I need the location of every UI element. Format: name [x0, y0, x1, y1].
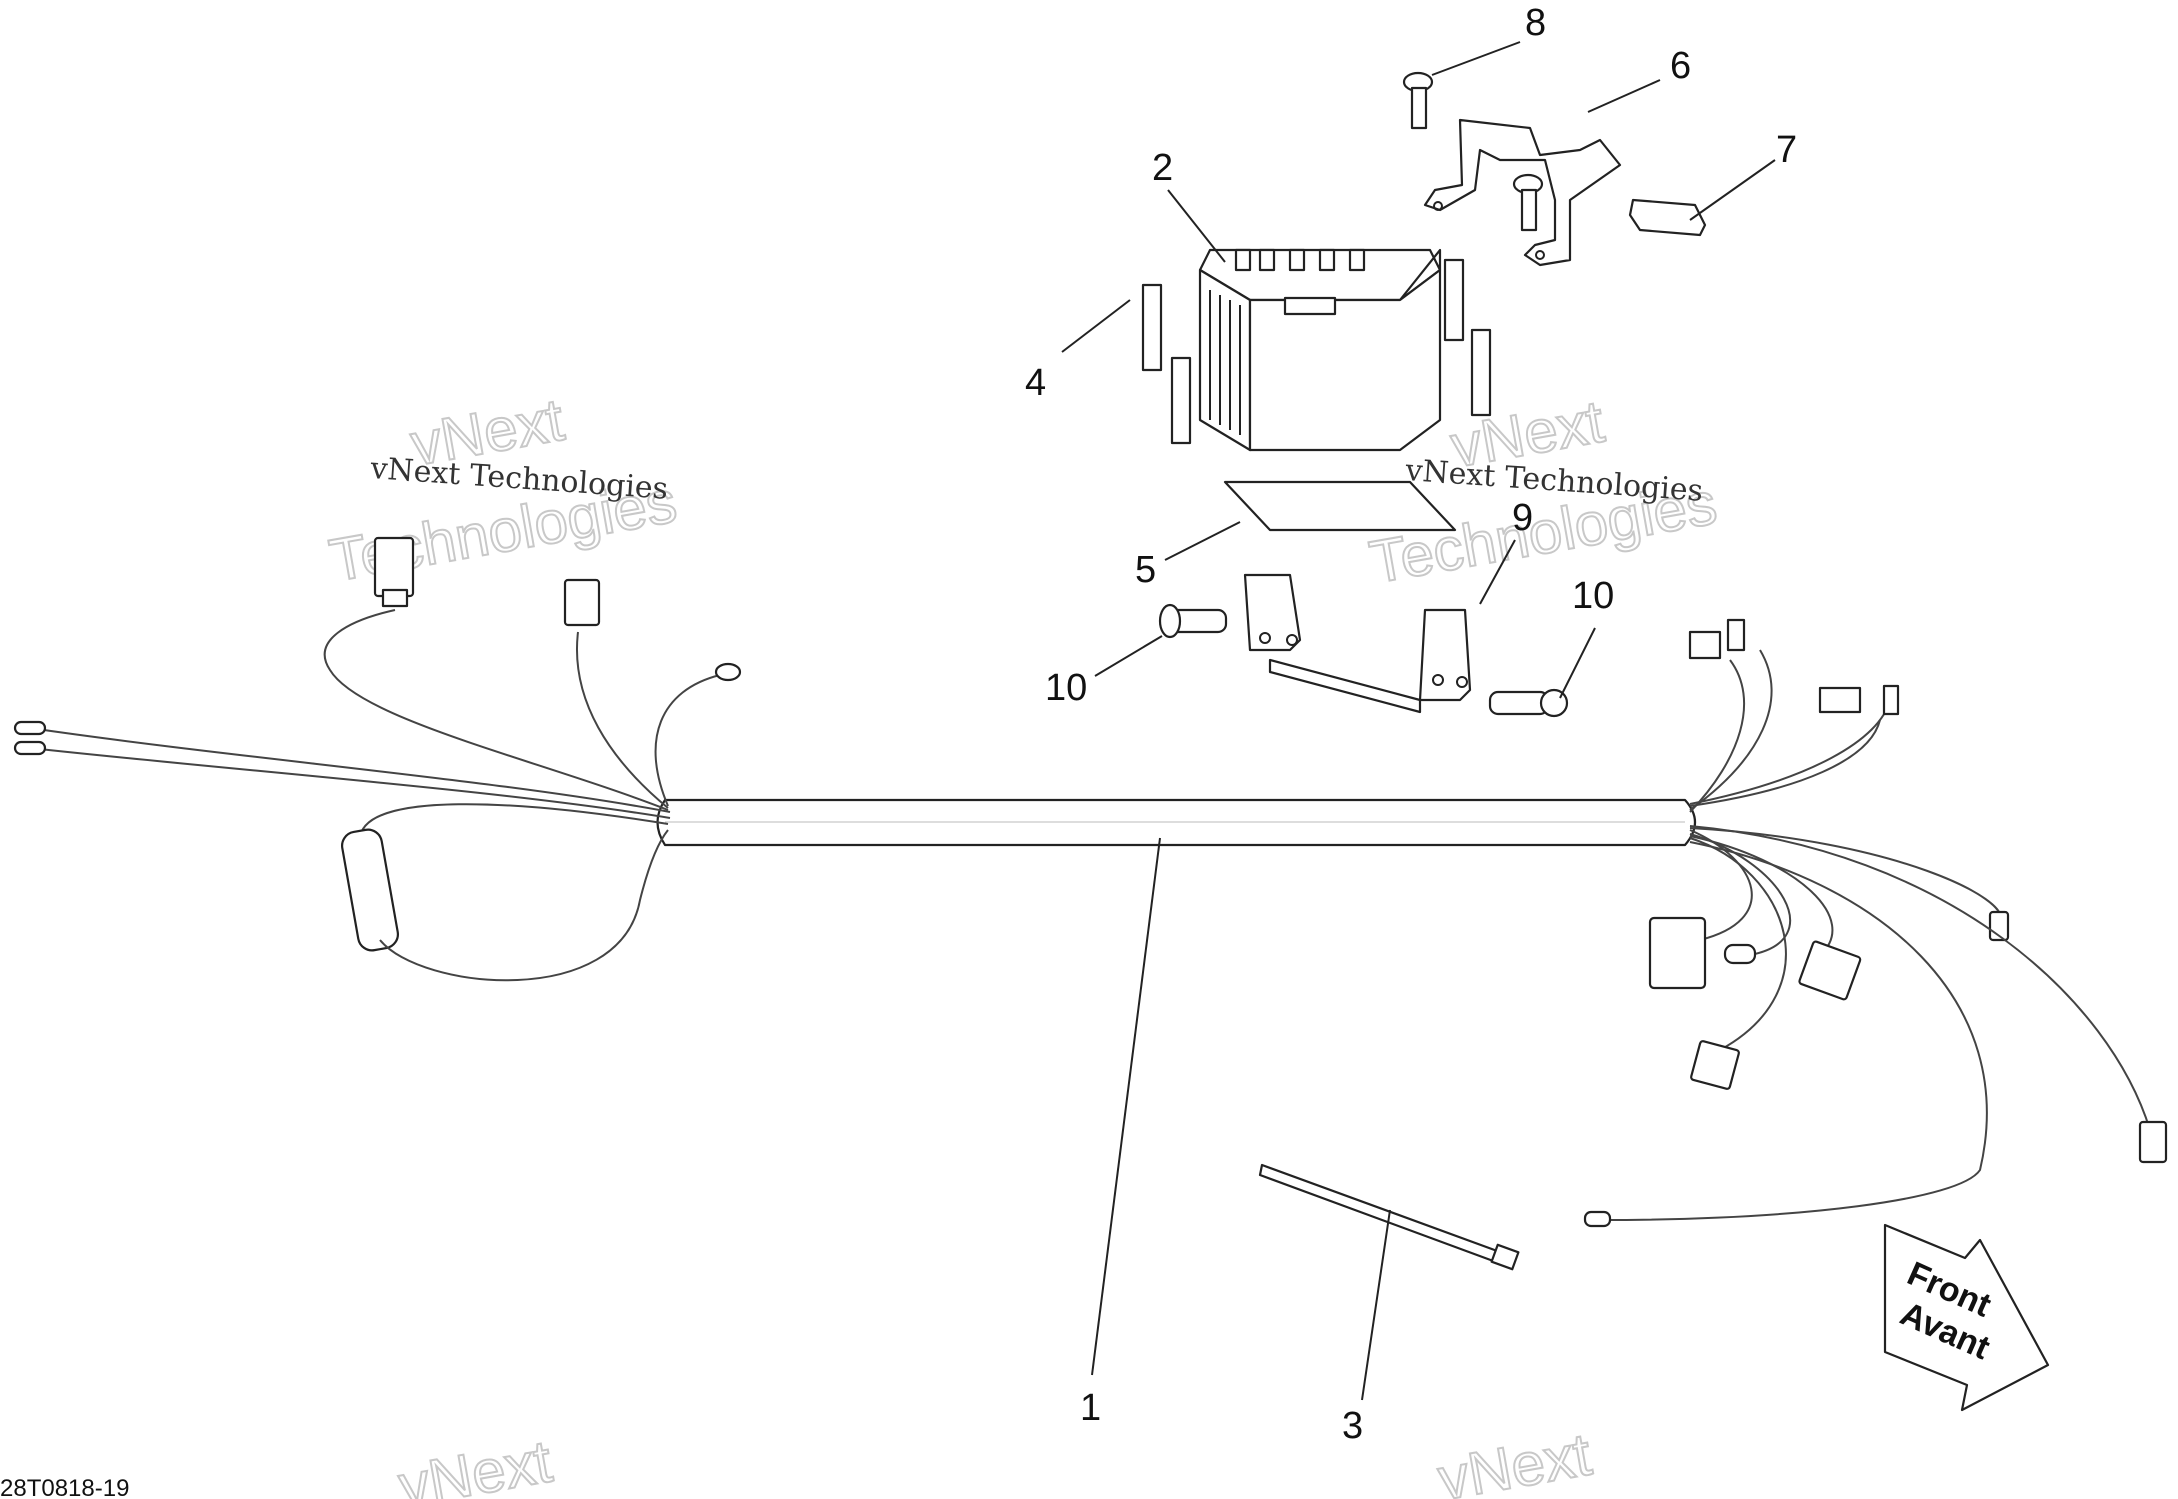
callout-7: 7: [1776, 129, 1797, 171]
callout-3: 3: [1342, 1405, 1363, 1447]
watermark-big-bottom: vNext: [393, 1426, 558, 1499]
front-direction-arrow: Front Avant: [1883, 1223, 2050, 1412]
main-wiring-harness: [13, 536, 2168, 1228]
battery-plate: [1223, 480, 1457, 532]
callout-9: 9: [1512, 497, 1533, 539]
cable-tie: [1258, 1163, 1520, 1271]
svg-text:vNext: vNext: [394, 1427, 557, 1499]
drawing-code: 28T0818-19: [0, 1475, 129, 1499]
battery-foam-pads: [1141, 258, 1492, 445]
callout-4: 4: [1025, 362, 1046, 404]
callout-6: 6: [1670, 45, 1691, 87]
strap-bolt-left: [1158, 603, 1228, 639]
callout-8: 8: [1525, 2, 1546, 44]
foam-block: [1628, 198, 1707, 237]
battery-bracket: [1423, 118, 1622, 267]
callout-2: 2: [1152, 147, 1173, 189]
bracket-screw-middle: [1512, 173, 1544, 232]
watermark-big-bottom-right: vNext: [1432, 1419, 1597, 1499]
battery-strap: [1243, 573, 1472, 714]
svg-text:vNext: vNext: [1433, 1420, 1596, 1499]
battery: [1198, 248, 1442, 452]
bracket-screw-top: [1402, 71, 1434, 130]
callout-1: 1: [1080, 1387, 1101, 1429]
strap-bolt-right: [1488, 688, 1569, 718]
callout-5: 5: [1135, 549, 1156, 591]
callout-10-right: 10: [1572, 575, 1614, 617]
callout-10-left: 10: [1045, 667, 1087, 709]
leader-lines: [1061, 41, 1776, 1401]
